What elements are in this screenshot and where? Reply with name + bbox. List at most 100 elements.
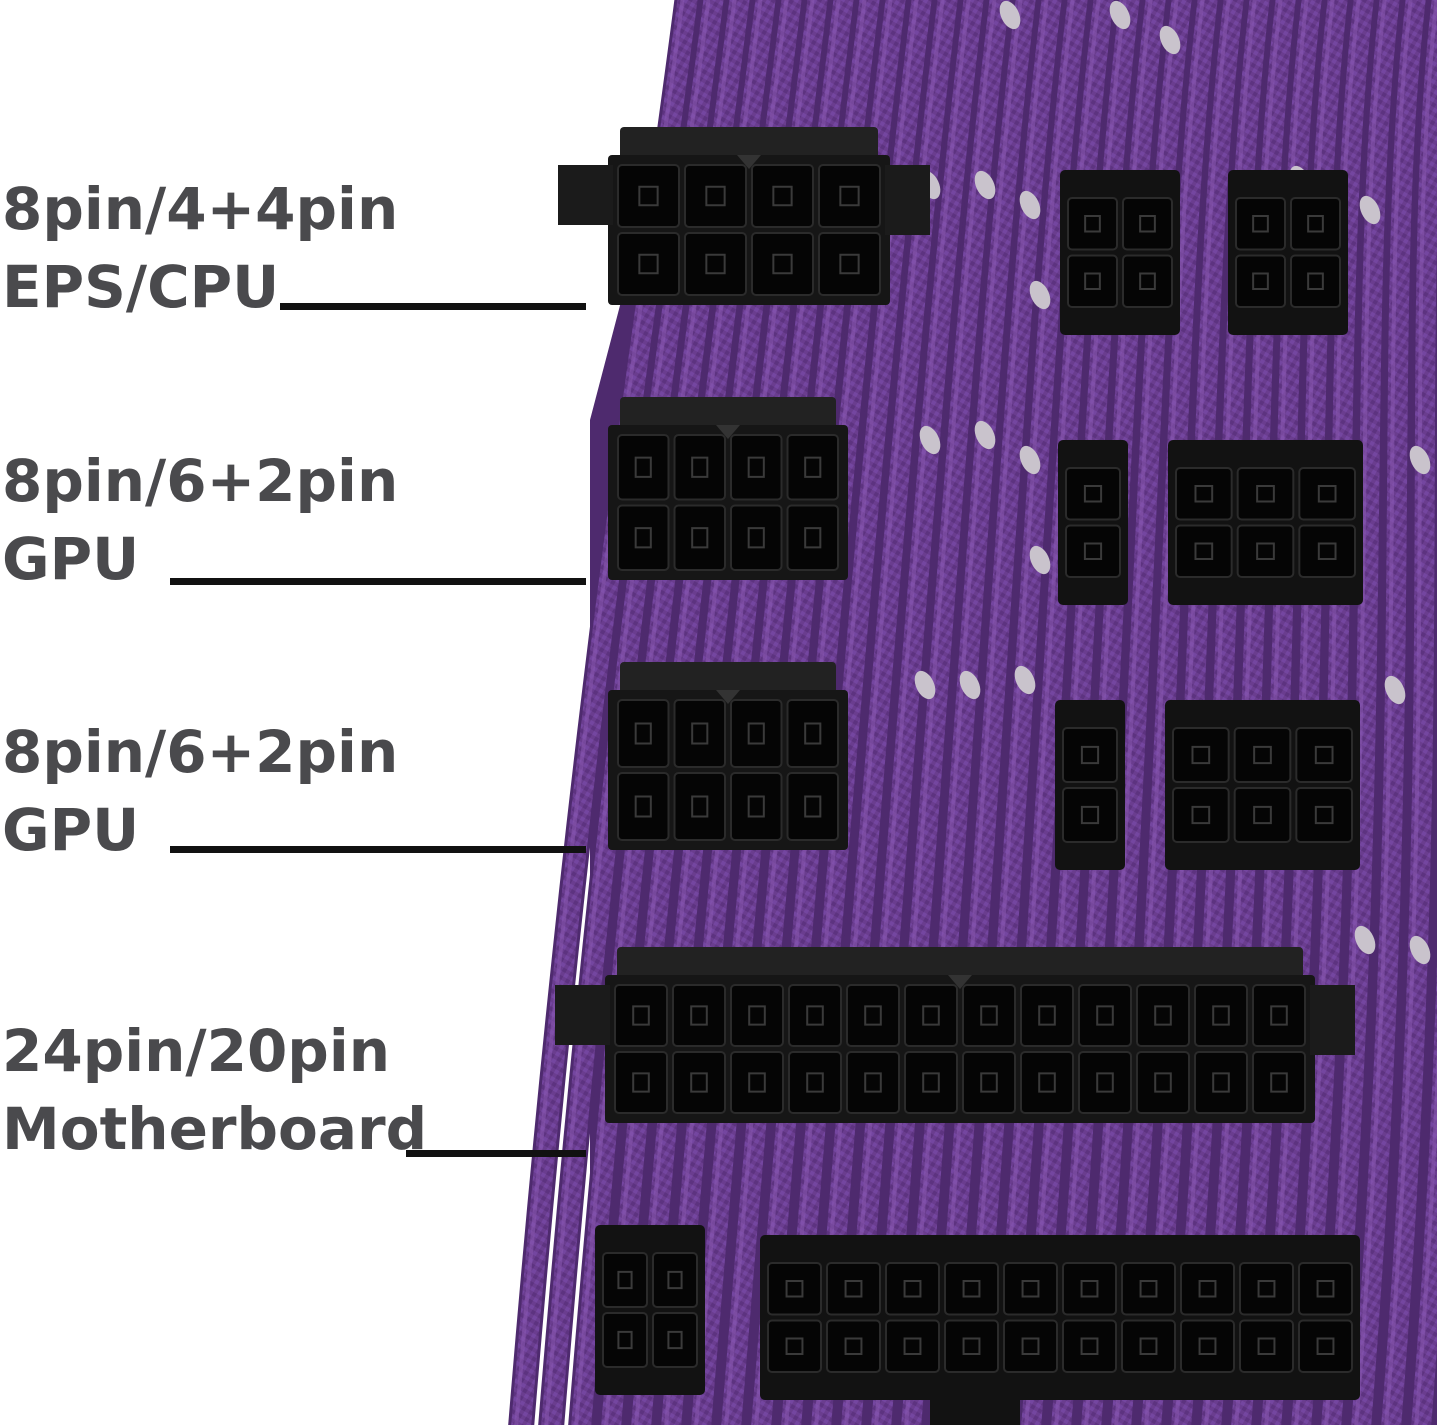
connector-housing (760, 1235, 1360, 1400)
pin-socket (904, 984, 958, 1047)
pin-socket (730, 434, 783, 501)
pin-contact (748, 1072, 766, 1093)
sleeved-cable (901, 0, 1036, 1425)
pin-socket (904, 1051, 958, 1114)
pin-socket (614, 1051, 668, 1114)
cable-comb (1354, 925, 1376, 955)
label-eps-cpu: 8pin/4+4pin EPS/CPU (2, 170, 398, 326)
pin-contact (1191, 805, 1211, 825)
pin-socket (1121, 1319, 1176, 1373)
pin-socket (786, 434, 839, 501)
pin-contact (1080, 805, 1100, 825)
pin-contact (804, 722, 822, 745)
connector-housing (1058, 440, 1128, 605)
pin-socket (1136, 1051, 1190, 1114)
pin-contact (638, 253, 659, 275)
pin-contact (1270, 1005, 1288, 1026)
pin-socket (1298, 524, 1357, 578)
sleeved-cable-highlight (784, 0, 919, 1425)
pin-socket (944, 1262, 999, 1316)
pin-socket (1003, 1262, 1058, 1316)
pin-socket (846, 1051, 900, 1114)
gpu-8pin-connector-2 (608, 662, 848, 850)
connector-housing (1060, 170, 1180, 335)
pin-socket (1067, 197, 1118, 251)
pin-contact (1316, 1280, 1335, 1298)
pin-socket (1078, 984, 1132, 1047)
label-motherboard: 24pin/20pin Motherboard (2, 1012, 427, 1168)
cable-comb (1014, 665, 1036, 695)
pin-contact (772, 253, 793, 275)
label-gpu-2-line1: 8pin/6+2pin (2, 718, 399, 786)
pin-socket (617, 434, 670, 501)
cable-comb (1109, 0, 1131, 30)
pin-contact (1096, 1072, 1114, 1093)
pin-socket (1062, 1262, 1117, 1316)
pin-socket (1062, 787, 1118, 843)
pin-socket (617, 699, 670, 768)
pin-contact (1198, 1280, 1217, 1298)
pin-socket (1020, 1051, 1074, 1114)
sleeved-cable-highlight (994, 0, 1101, 1425)
pin-socket (818, 164, 881, 228)
cable-comb (999, 0, 1021, 30)
pin-socket (1298, 467, 1357, 521)
pin-socket (652, 1252, 698, 1308)
pin-contact (804, 795, 822, 818)
pin-socket (962, 1051, 1016, 1114)
pin-socket (751, 164, 814, 228)
connector-housing (1228, 170, 1348, 335)
connector-latch (558, 165, 613, 225)
label-motherboard-line2: Motherboard (2, 1095, 428, 1163)
connector-key (716, 690, 740, 704)
connector-latch (555, 985, 610, 1045)
pin-socket (1122, 197, 1173, 251)
pin-contact (1253, 745, 1272, 765)
pin-socket (1065, 524, 1121, 578)
pin-socket (617, 772, 670, 841)
pin-socket (1180, 1262, 1235, 1316)
cable-comb (1159, 25, 1181, 55)
pin-socket (617, 232, 680, 296)
sleeved-cable-highlight (814, 0, 945, 1425)
pin-contact (980, 1072, 998, 1093)
pin-contact (1083, 542, 1103, 560)
sleeved-cable-highlight (934, 0, 1049, 1425)
pin-contact (804, 527, 822, 549)
pin-contact (1084, 272, 1101, 290)
pin-contact (632, 1072, 650, 1093)
pin-contact (1191, 745, 1211, 765)
gpu-2pin-connector-2 (1055, 700, 1125, 870)
pin-contact (1084, 215, 1101, 233)
eps-4pin-connector-right (1228, 170, 1348, 335)
sleeved-cable (1321, 0, 1400, 1425)
pin-socket (885, 1262, 940, 1316)
sleeved-cable-highlight (1384, 0, 1437, 1425)
cable-comb (959, 670, 981, 700)
pin-contact (1139, 1280, 1158, 1298)
pin-socket (786, 772, 839, 841)
leader-line-gpu-2 (170, 846, 586, 853)
cable-comb (1359, 195, 1381, 225)
cable-comb (1029, 545, 1051, 575)
label-gpu-1: 8pin/6+2pin GPU (2, 442, 398, 598)
pin-socket (1065, 467, 1121, 521)
pin-socket (684, 164, 747, 228)
pin-socket (1295, 727, 1354, 783)
label-eps-cpu-line1: 8pin/4+4pin (2, 175, 399, 243)
pin-socket (944, 1319, 999, 1373)
pin-contact (772, 185, 793, 207)
pin-socket (751, 232, 814, 296)
pin-contact (785, 1337, 804, 1355)
pin-contact (903, 1280, 922, 1298)
cable-comb (919, 425, 941, 455)
connector-key (716, 425, 740, 439)
atx-20pin-connector (760, 1235, 1360, 1400)
pin-socket (1295, 787, 1354, 843)
pin-contact (1154, 1005, 1172, 1026)
pin-contact (806, 1072, 824, 1093)
sleeved-cable-highlight (874, 0, 997, 1425)
label-gpu-1-line2: GPU (2, 525, 140, 593)
pin-contact (1194, 542, 1214, 560)
